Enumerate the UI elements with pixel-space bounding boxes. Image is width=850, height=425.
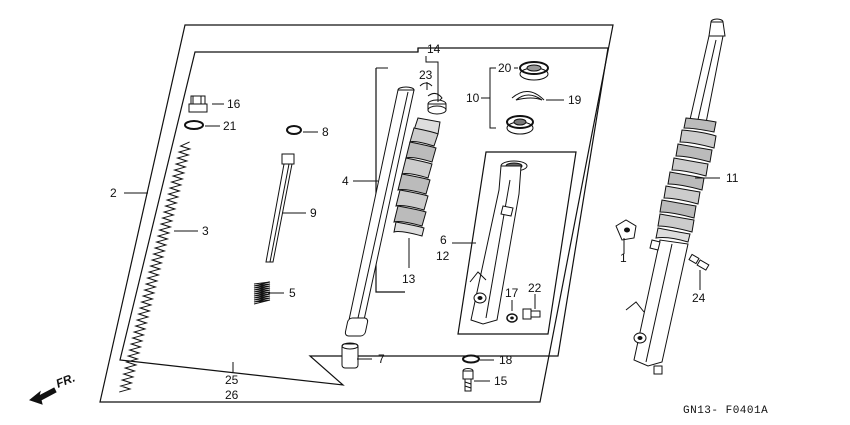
callout-3: 3 xyxy=(202,224,209,238)
callout-labels: 16 21 2 3 8 9 5 4 7 13 14 23 20 10 19 6 … xyxy=(110,42,739,402)
dust-seal xyxy=(519,61,549,81)
drain-washer xyxy=(506,313,518,323)
callout-4: 4 xyxy=(342,174,349,188)
boot-band xyxy=(427,99,447,115)
front-direction-arrow: FR. xyxy=(28,371,77,405)
callout-23: 23 xyxy=(419,68,433,82)
callout-26: 26 xyxy=(225,388,239,402)
sealing-washer xyxy=(462,354,480,364)
callout-16: 16 xyxy=(227,97,241,111)
drain-bolt xyxy=(522,308,541,320)
outer-frame xyxy=(99,24,614,403)
dust-boot xyxy=(393,117,441,237)
o-ring xyxy=(184,120,204,130)
clip-8 xyxy=(286,125,302,135)
callout-13: 13 xyxy=(402,272,416,286)
callout-8: 8 xyxy=(322,125,329,139)
callout-7: 7 xyxy=(378,352,385,366)
leader-lines xyxy=(124,56,720,382)
tube-frame xyxy=(375,48,419,293)
callout-2: 2 xyxy=(110,186,117,200)
callout-1: 1 xyxy=(620,251,627,265)
fork-pipe xyxy=(344,86,415,337)
callout-14: 14 xyxy=(427,42,441,56)
oil-seal xyxy=(506,115,534,135)
callout-6: 6 xyxy=(440,233,447,247)
front-arrow-label: FR. xyxy=(54,371,77,391)
fork-spring xyxy=(119,141,192,393)
callout-5: 5 xyxy=(289,286,296,300)
socket-bolt xyxy=(462,368,474,392)
fork-slider xyxy=(469,160,528,325)
callout-20: 20 xyxy=(498,61,512,75)
callout-22: 22 xyxy=(528,281,542,295)
assembled-fork xyxy=(625,18,726,375)
callout-11: 11 xyxy=(726,171,739,185)
damper-rod xyxy=(265,153,295,263)
callout-25: 25 xyxy=(225,373,239,387)
bolt-24 xyxy=(688,253,710,271)
callout-10: 10 xyxy=(466,91,480,105)
hose-clamp xyxy=(615,219,637,241)
callout-15: 15 xyxy=(494,374,508,388)
callout-12: 12 xyxy=(436,249,450,263)
fork-bolt xyxy=(188,95,208,113)
boot-clip xyxy=(419,82,443,103)
callout-18: 18 xyxy=(499,353,513,367)
diagram-code: GN13- F0401A xyxy=(683,405,768,417)
callout-19: 19 xyxy=(568,93,582,107)
rebound-spring xyxy=(253,281,271,305)
callout-21: 21 xyxy=(223,119,237,133)
callout-9: 9 xyxy=(310,206,317,220)
piston-ring xyxy=(341,342,359,369)
callout-17: 17 xyxy=(505,286,519,300)
fork-slider-frame xyxy=(457,151,577,335)
callout-24: 24 xyxy=(692,291,706,305)
snap-ring xyxy=(511,91,545,101)
